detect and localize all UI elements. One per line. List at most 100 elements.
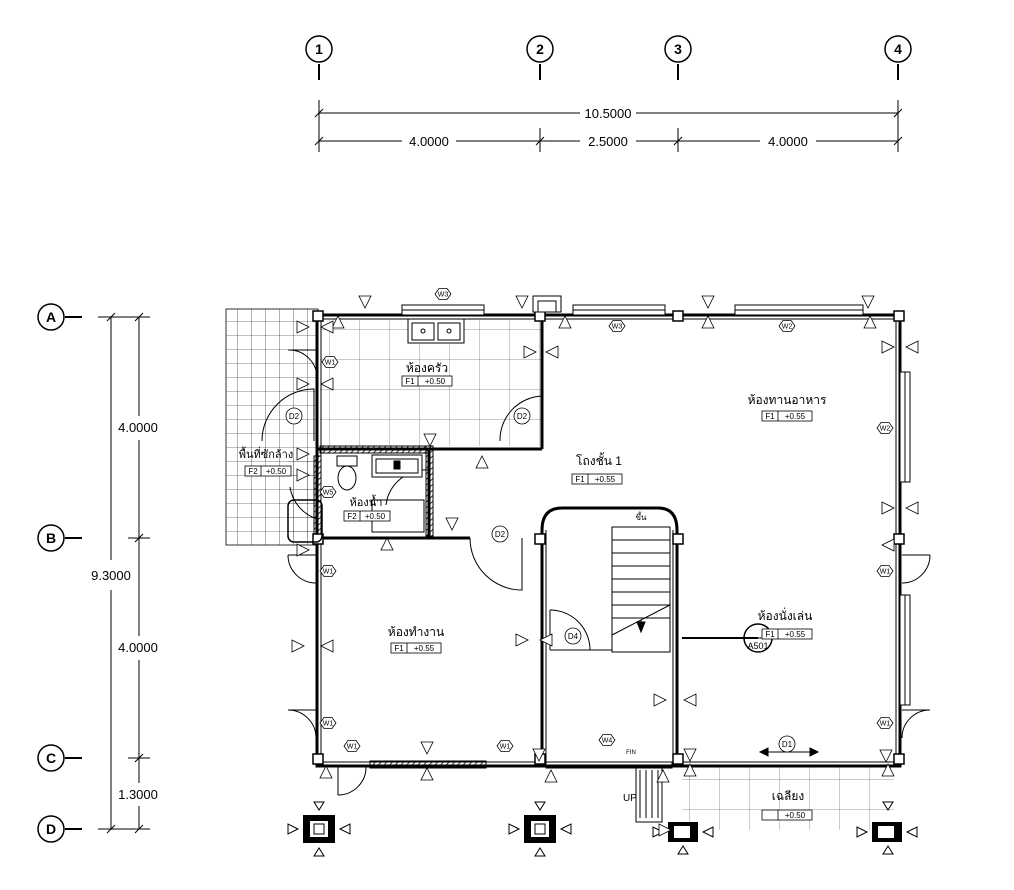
room-name: เฉลียง xyxy=(772,789,805,803)
elevation-marker xyxy=(475,455,489,469)
elevation-marker xyxy=(296,377,310,391)
footing-d4 xyxy=(856,801,918,855)
elevation-marker xyxy=(532,748,546,762)
elevation-marker xyxy=(420,741,434,755)
stair-up-label: ขึ้น xyxy=(636,511,647,522)
dim-span-b-c: 4.0000 xyxy=(118,640,158,655)
door-tag-d4: D4 xyxy=(564,627,582,645)
window-tag-w4: W4 xyxy=(598,734,616,746)
tag-label: D4 xyxy=(568,632,579,641)
tag-label: W1 xyxy=(323,569,334,576)
tag-label: W3 xyxy=(612,324,623,331)
elevation-marker xyxy=(683,693,697,707)
hatched-walls xyxy=(313,445,487,769)
up-label: UP xyxy=(623,793,637,804)
window-tag-w2: W2 xyxy=(778,320,796,332)
elevation-marker xyxy=(515,633,529,647)
toilet xyxy=(336,455,358,491)
room-level: +0.50 xyxy=(266,467,287,476)
room-dining: ห้องทานอาหาร F1 +0.55 xyxy=(748,393,827,422)
dim-span-a-b: 4.0000 xyxy=(118,420,158,435)
elevation-marker xyxy=(881,501,895,515)
room-finish: F1 xyxy=(765,630,775,639)
window-tag-w1: W1 xyxy=(319,717,337,729)
elevation-marker xyxy=(539,633,553,647)
dim-span-c-d: 1.3000 xyxy=(118,787,158,802)
tag-label: W4 xyxy=(602,738,613,745)
elevation-marker xyxy=(658,823,672,837)
tag-label: D2 xyxy=(289,412,300,421)
window-tag-w1: W1 xyxy=(319,565,337,577)
grid-label-c: C xyxy=(46,750,56,766)
grid-label-a: A xyxy=(46,309,56,325)
window-tag-w1: W1 xyxy=(496,740,514,752)
elevation-marker xyxy=(380,537,394,551)
doors xyxy=(261,349,931,796)
grid-bubble-4: 4 xyxy=(884,35,912,80)
elevation-marker xyxy=(420,767,434,781)
window-tag-w5: W5 xyxy=(319,486,337,498)
grid-label-b: B xyxy=(46,530,56,546)
room-living: ห้องนั่งเล่น F1 +0.55 xyxy=(758,607,813,640)
window-tag-w1: W1 xyxy=(876,565,894,577)
window-tag-w3: W3 xyxy=(434,288,452,300)
section-ref-label: A501 xyxy=(747,641,768,651)
window-tag-w1: W1 xyxy=(321,356,339,368)
elevation-marker xyxy=(515,295,529,309)
grid-bubbles-left: A B C D xyxy=(37,303,82,843)
dim-span-1-2: 4.0000 xyxy=(409,134,449,149)
dim-span-2-3: 2.5000 xyxy=(588,134,628,149)
footing-d2 xyxy=(508,801,572,857)
grid-label-4: 4 xyxy=(894,41,902,57)
elevation-marker xyxy=(656,769,670,783)
room-finish: F2 xyxy=(248,467,258,476)
room-level: +0.55 xyxy=(595,475,616,484)
elevation-marker xyxy=(320,639,334,653)
bath-sink xyxy=(371,454,423,478)
tag-label: W1 xyxy=(880,569,891,576)
grid-bubbles-top: 1 2 3 4 xyxy=(305,35,912,80)
room-hall: โถงชั้น 1 F1 +0.55 xyxy=(571,452,623,485)
dim-overall-depth: 9.3000 xyxy=(91,568,131,583)
door-tag-d2: D2 xyxy=(513,407,531,425)
section-marker: A501 xyxy=(682,623,773,653)
tag-label: W3 xyxy=(438,292,449,299)
tag-label: W5 xyxy=(323,490,334,497)
kitchen-sink xyxy=(407,318,465,344)
laundry-basin xyxy=(287,499,323,543)
tag-label: W1 xyxy=(880,721,891,728)
window-tag-w3: W3 xyxy=(608,320,626,332)
elevation-marker xyxy=(701,315,715,329)
elevation-marker xyxy=(296,543,310,557)
window-tag-w1: W1 xyxy=(343,740,361,752)
elevation-marker xyxy=(905,501,919,515)
room-name: ห้องครัว xyxy=(406,361,448,375)
elevation-marker xyxy=(523,345,537,359)
room-finish: F1 xyxy=(394,644,404,653)
tag-label: W1 xyxy=(323,721,334,728)
tag-label: W1 xyxy=(325,360,336,367)
room-finish: F1 xyxy=(405,377,415,386)
stair xyxy=(550,526,671,653)
grid-bubble-2: 2 xyxy=(526,35,554,80)
footing-d1 xyxy=(287,801,351,857)
room-kitchen: ห้องครัว F1 +0.50 xyxy=(401,361,453,387)
room-name: ห้องทานอาหาร xyxy=(748,393,827,407)
fin-label: FIN xyxy=(626,750,636,756)
room-name: ห้องนั่งเล่น xyxy=(758,607,813,623)
room-level: +0.50 xyxy=(425,377,446,386)
elevation-marker xyxy=(861,295,875,309)
elevation-marker xyxy=(683,763,697,777)
entry-steps xyxy=(545,761,673,823)
elevation-marker xyxy=(881,763,895,777)
stair-top-wall xyxy=(540,506,679,531)
room-terrace: เฉลียง +0.50 xyxy=(761,789,813,821)
top-dimensions xyxy=(314,100,903,152)
grid-bubble-a: A xyxy=(37,303,82,331)
elevation-marker xyxy=(296,447,310,461)
room-name: ห้องทำงาน xyxy=(388,625,444,639)
elevation-marker xyxy=(905,340,919,354)
elevation-marker xyxy=(319,765,333,779)
elevation-marker xyxy=(296,468,310,482)
